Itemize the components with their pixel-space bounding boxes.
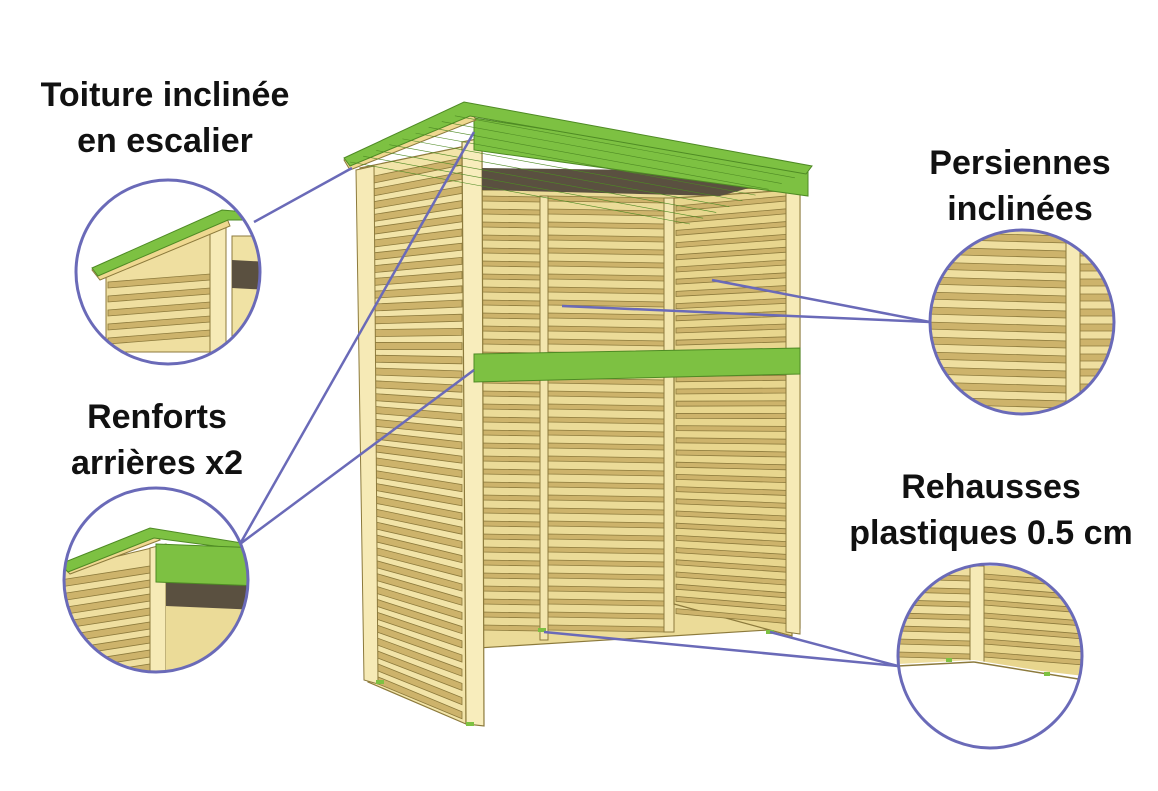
louver-slat <box>481 624 541 632</box>
callout-line-back-2 <box>239 368 475 546</box>
louver-slat <box>481 338 541 346</box>
callout-label-back: Renforts arrières x2 <box>52 394 262 486</box>
louver-slat <box>481 390 541 398</box>
reinforcement-middle <box>473 347 801 383</box>
callout-label-roof-line1: Toiture inclinée <box>40 76 290 114</box>
detail-circle-roof <box>74 178 262 366</box>
louver-slat <box>481 494 541 502</box>
left-wall-louvers <box>373 157 463 720</box>
louver-slat <box>481 299 541 307</box>
roof-steps <box>349 115 795 225</box>
louver-slat <box>481 611 541 619</box>
louver-slat <box>1079 353 1114 362</box>
callout-line-feet-1 <box>543 630 899 668</box>
callout-label-back-line2: arrières x2 <box>70 444 244 482</box>
louver-slat <box>481 507 541 515</box>
detail-circle-louvers <box>928 228 1116 416</box>
callout-label-louvers-line1: Persiennes <box>929 144 1111 182</box>
plastic-foot <box>376 680 384 684</box>
callout-label-roof: Toiture inclinée en escalier <box>24 72 306 164</box>
louver-slat <box>481 208 541 216</box>
plastic-foot <box>538 628 546 632</box>
callout-label-feet-line1: Rehausses <box>901 468 1081 506</box>
roof-step-line <box>363 155 704 219</box>
front-left-post <box>461 137 485 727</box>
louver-slat <box>481 221 541 229</box>
louver-slat <box>481 481 541 489</box>
roof-step-line <box>415 132 756 196</box>
roof-top <box>343 101 813 175</box>
louver-slat <box>675 425 787 432</box>
louver-slat <box>481 442 541 450</box>
louver-slat <box>481 455 541 463</box>
louver-slat <box>481 273 541 281</box>
rear-left-post <box>355 165 379 685</box>
louver-slat <box>1079 338 1114 347</box>
louver-slat <box>1079 398 1114 407</box>
callout-label-louvers: Persiennes inclinées <box>910 140 1130 232</box>
louver-slat <box>165 671 248 672</box>
louver-slat <box>675 412 787 420</box>
louver-slat <box>481 533 541 541</box>
louver-slat <box>231 337 260 344</box>
callout-line-feet-2 <box>769 630 899 668</box>
louver-slat <box>481 559 541 567</box>
louver-slat <box>481 403 541 411</box>
louver-slat <box>481 312 541 320</box>
louver-slat <box>64 663 151 672</box>
roof-step-line <box>441 121 782 184</box>
louver-slat <box>481 572 541 580</box>
louver-slat <box>481 416 541 424</box>
detail-circle-back <box>62 486 250 674</box>
louver-slat <box>481 585 541 593</box>
callout-line-louvers-1 <box>561 304 931 324</box>
back-post-left <box>539 195 549 641</box>
louver-slat <box>481 546 541 554</box>
louver-slat <box>481 260 541 268</box>
callout-line-louvers-2 <box>711 278 931 324</box>
louver-slat <box>1079 278 1114 287</box>
louver-slat <box>1079 263 1114 272</box>
louver-slat <box>675 437 787 445</box>
callout-label-louvers-line2: inclinées <box>947 190 1093 228</box>
louver-slat <box>1079 233 1114 242</box>
louver-slat <box>373 354 463 365</box>
louver-slat <box>481 468 541 476</box>
plastic-foot <box>466 722 474 726</box>
callout-label-feet: Rehausses plastiques 0.5 cm <box>836 464 1146 556</box>
louver-slat <box>373 341 463 351</box>
shed-illustration <box>343 101 813 727</box>
louver-slat <box>675 387 787 395</box>
back-post-right <box>663 197 675 633</box>
callout-line-roof <box>253 166 353 224</box>
roof-step-line <box>349 161 691 225</box>
roof-step-line <box>389 144 730 207</box>
louver-slat <box>675 400 787 407</box>
roof-step-line <box>376 150 717 213</box>
louver-slat <box>481 234 541 242</box>
roof-step-line <box>402 138 743 202</box>
callout-lines <box>238 131 931 668</box>
louver-slat <box>1079 293 1114 302</box>
callout-label-feet-line2: plastiques 0.5 cm <box>849 514 1133 552</box>
louver-slat <box>481 598 541 606</box>
louver-slat <box>481 429 541 437</box>
roof-step-line <box>428 127 769 190</box>
roof-step-line <box>454 115 795 179</box>
back-wall-louvers <box>481 195 665 633</box>
callout-line-back-1 <box>238 131 476 545</box>
louver-slat <box>481 520 541 528</box>
louver-slat <box>481 195 541 203</box>
louver-slat <box>1079 413 1114 414</box>
louver-slat <box>930 411 1067 414</box>
louver-slat <box>481 286 541 294</box>
callout-label-back-line1: Renforts <box>87 398 227 436</box>
front-right-post <box>785 185 801 635</box>
louver-slat <box>373 327 463 338</box>
louver-slat <box>481 325 541 333</box>
callout-label-roof-line2: en escalier <box>77 122 253 160</box>
detail-circle-feet <box>896 562 1084 750</box>
louver-slat <box>481 247 541 255</box>
